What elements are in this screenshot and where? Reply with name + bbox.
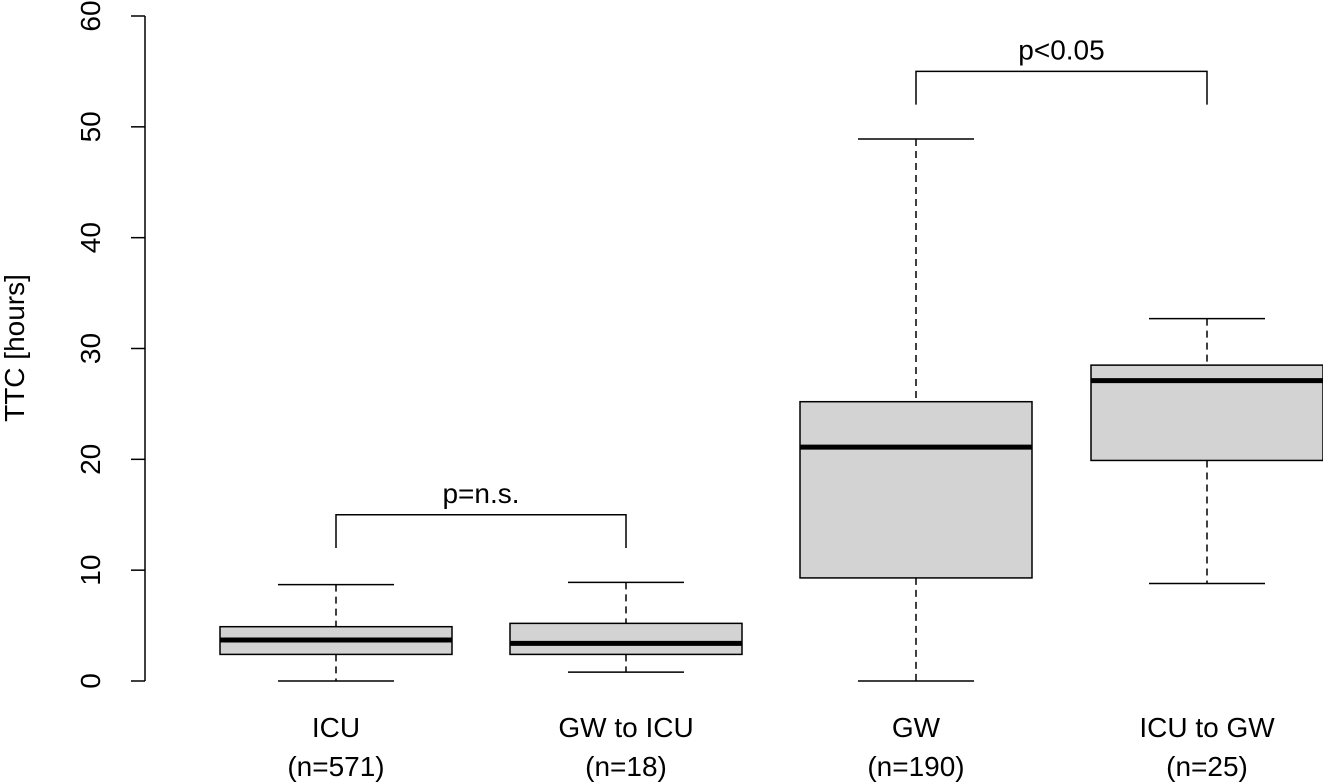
category-n-label: (n=190) [867, 751, 964, 782]
significance-bracket-line [915, 70, 1208, 105]
category-n-label: (n=571) [287, 751, 384, 782]
y-tick-label: 0 [75, 673, 106, 689]
significance-label: p=n.s. [442, 478, 519, 509]
y-tick-label: 60 [75, 0, 106, 31]
y-tick-label: 50 [75, 111, 106, 142]
significance-bracket-1: p=n.s. [335, 478, 627, 548]
box-group-2 [509, 581, 743, 673]
significance-annotations: p=n.s. p<0.05 [335, 34, 1208, 548]
category-n-label: (n=18) [585, 751, 667, 782]
iqr-box [509, 622, 743, 656]
x-axis-labels: ICU (n=571) GW to ICU (n=18) GW (n=190) ICU to… [287, 712, 1275, 782]
significance-label: p<0.05 [1018, 34, 1104, 65]
y-tick-label: 10 [75, 555, 106, 586]
y-axis-title: TTC [hours] [0, 274, 30, 422]
category-label: ICU [312, 712, 360, 743]
box-group-3 [799, 138, 1033, 682]
iqr-box [799, 400, 1033, 579]
significance-bracket-line [335, 514, 627, 548]
y-tick-label: 40 [75, 222, 106, 253]
y-tick-label: 20 [75, 444, 106, 475]
box-group-4 [1090, 317, 1323, 585]
category-label: GW to ICU [558, 712, 693, 743]
significance-bracket-2: p<0.05 [915, 34, 1208, 105]
category-n-label: (n=25) [1166, 751, 1248, 782]
box-group-1 [219, 583, 453, 682]
boxes [219, 138, 1323, 682]
category-label: GW [892, 712, 941, 743]
y-axis: 0 10 20 30 40 50 60 [75, 0, 146, 689]
category-label: ICU to GW [1139, 712, 1275, 743]
y-tick-label: 30 [75, 333, 106, 364]
